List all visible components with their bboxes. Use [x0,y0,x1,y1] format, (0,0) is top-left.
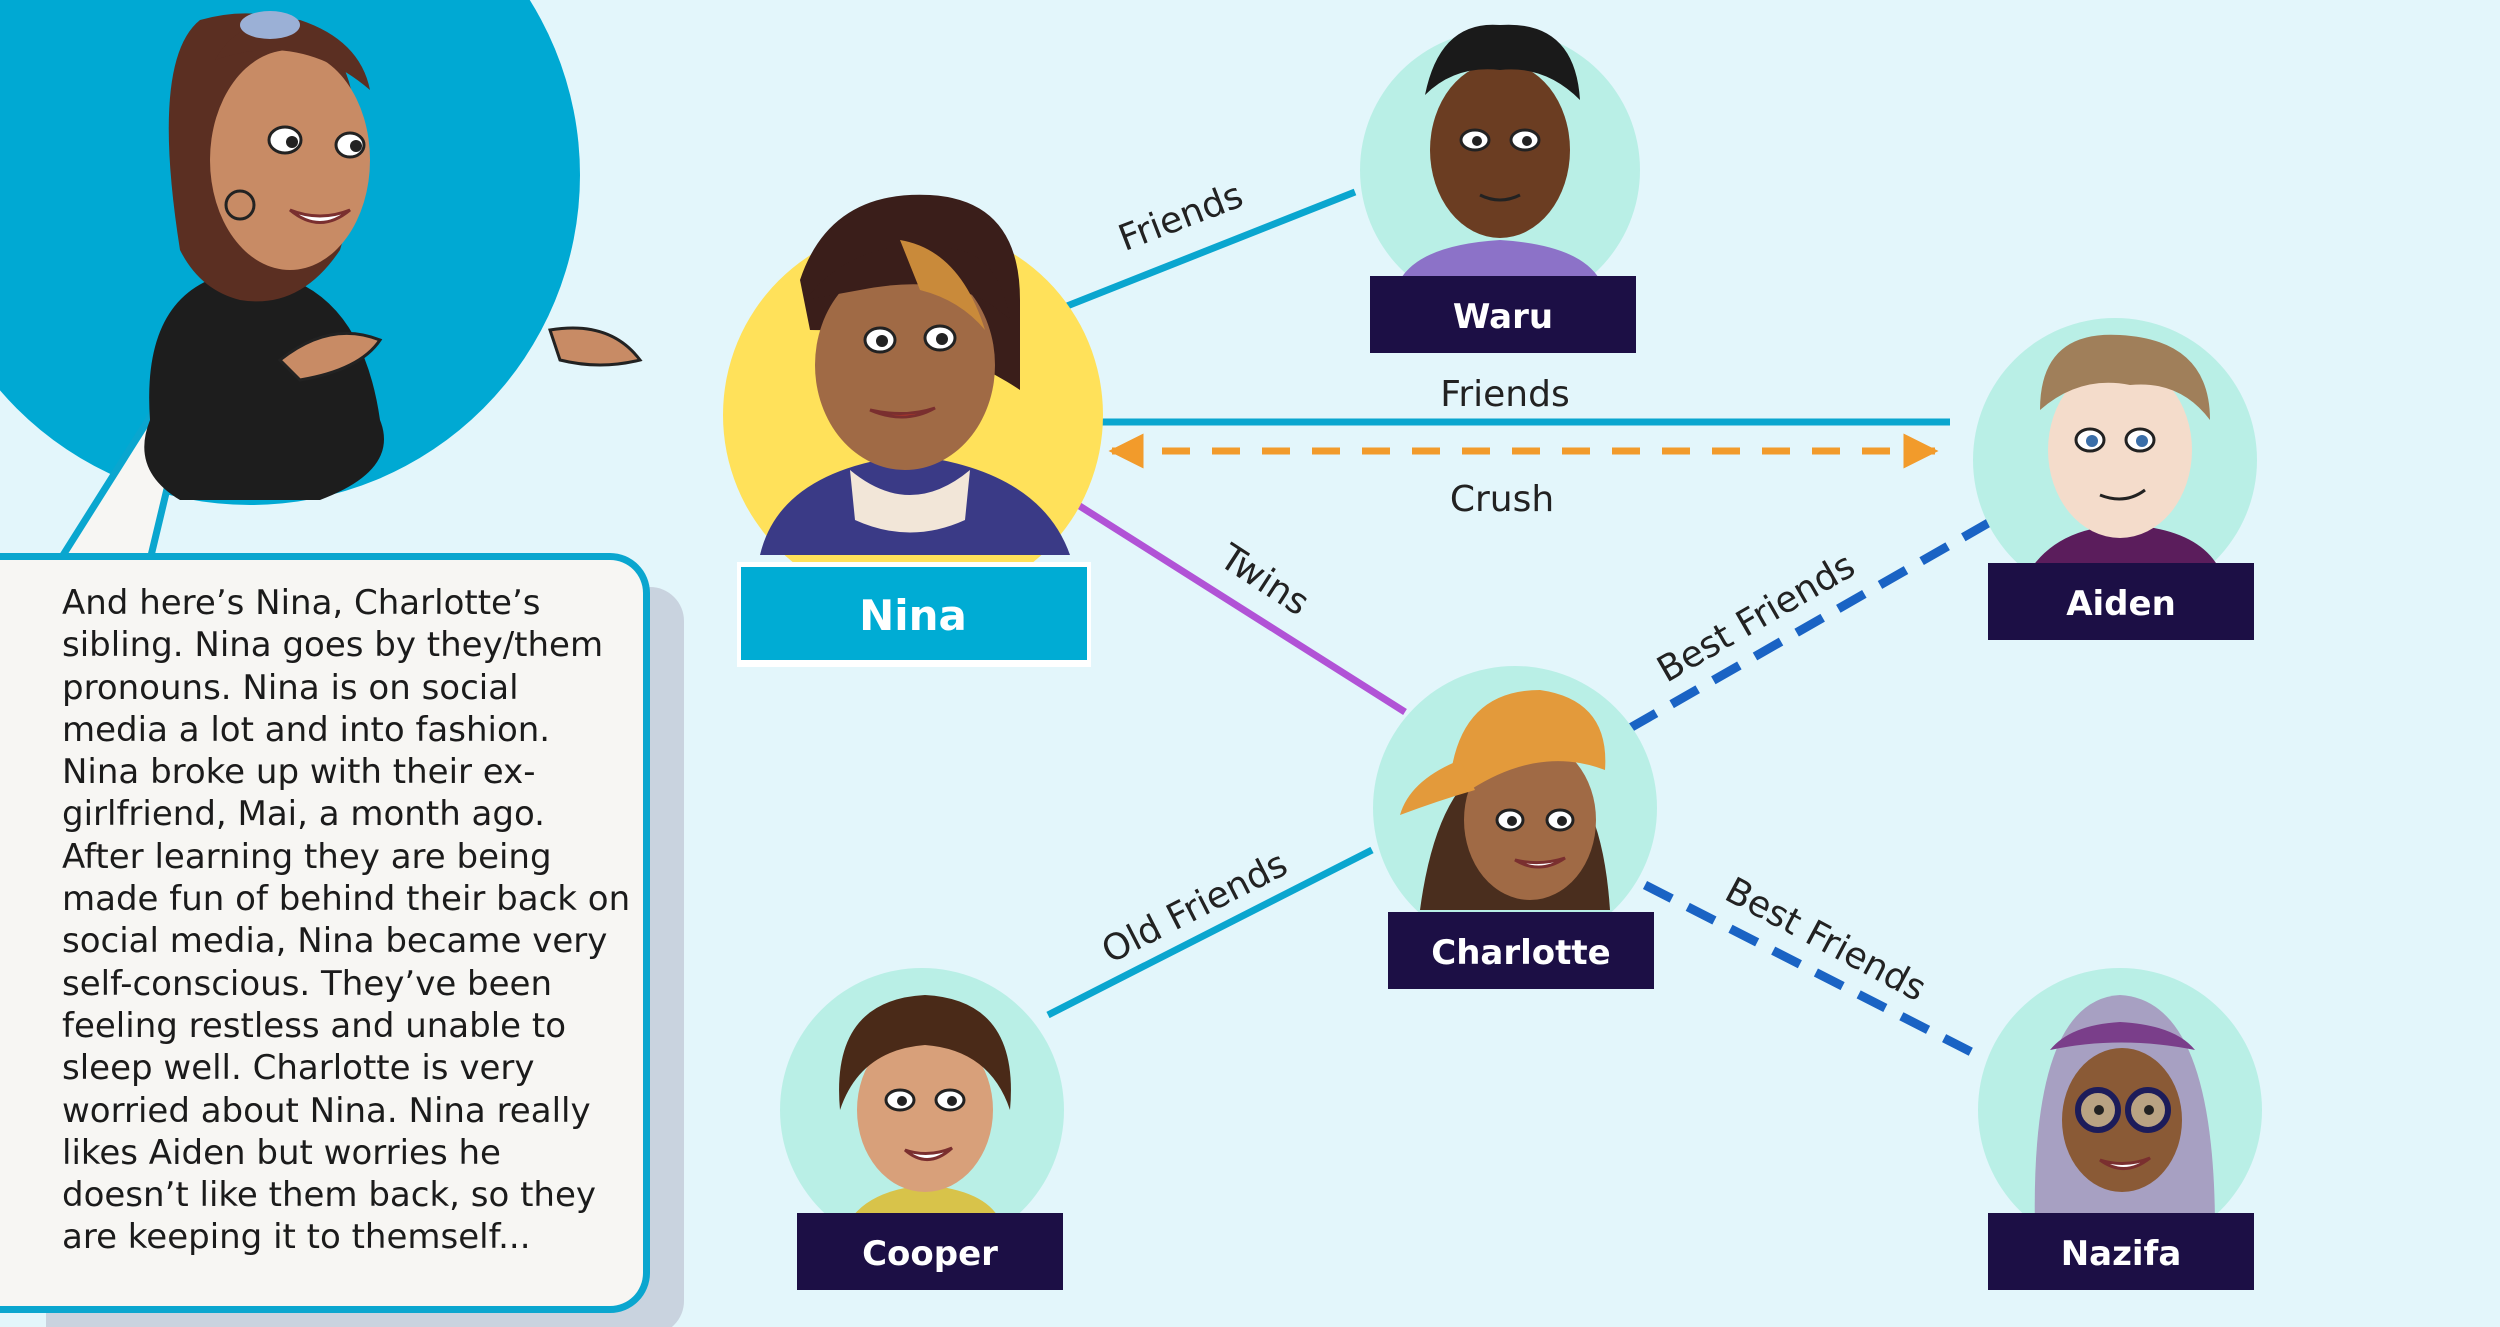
edge-label-nina-aiden: Friends [1440,374,1569,415]
charlotte-label-bg [1388,912,1654,989]
nina-label-bg [741,567,1087,660]
edge-label-charlotte-aiden: Best Friends [1650,545,1862,691]
nazifa-label-bg [1988,1213,2254,1290]
waru-avatar [1400,24,1600,280]
node-nina[interactable]: Nina [723,194,1103,667]
waru-name: Waru [1453,297,1553,337]
cooper-name: Cooper [862,1234,998,1274]
edge-charlotte-nazifa [1642,880,1986,1063]
charlotte-avatar [1400,690,1610,910]
nazifa-avatar [2034,995,2215,1230]
node-aiden[interactable]: Aiden [1973,318,2257,640]
node-nazifa[interactable]: Nazifa [1978,968,2262,1290]
edge-label-twins: Twins [1212,536,1317,624]
speech-bubble: And here’s Nina, Charlotte’s sibling. Ni… [0,553,650,1313]
edge-charlotte-aiden [1627,518,1993,732]
narrator-illustration [144,11,643,500]
aiden-name: Aiden [2066,584,2176,624]
aiden-avatar [2030,334,2220,570]
nina-name: Nina [859,591,967,640]
edge-label-crush: Crush [1450,479,1554,520]
nazifa-name: Nazifa [2061,1234,2182,1274]
cooper-label-bg [797,1213,1063,1290]
charlotte-name: Charlotte [1431,933,1610,973]
cooper-avatar [839,995,1011,1220]
narration-text: And here’s Nina, Charlotte’s sibling. Ni… [62,583,631,1258]
nina-avatar [760,194,1070,555]
aiden-label-bg [1988,563,2254,640]
node-cooper[interactable]: Cooper [780,968,1064,1290]
edge-charlotte-cooper [1046,846,1374,1019]
node-waru[interactable]: Waru [1360,24,1640,353]
waru-label-bg [1370,276,1636,353]
edge-nina-charlotte [1076,502,1407,715]
edge-nina-waru [1060,188,1357,312]
node-charlotte[interactable]: Charlotte [1373,666,1657,989]
edge-label-nina-waru: Friends [1113,175,1249,260]
